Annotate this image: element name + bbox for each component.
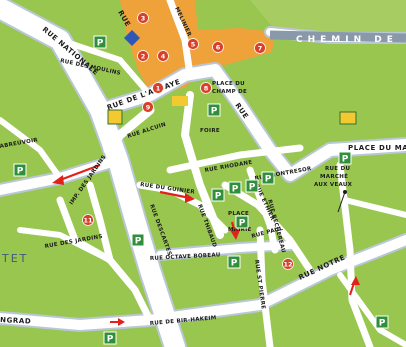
poi-number: 3: [141, 14, 146, 22]
parking-letter: P: [17, 167, 24, 177]
chemin-road: [269, 30, 406, 43]
parking-box: [338, 151, 352, 165]
label-chemin: CHEMIN DE: [296, 35, 398, 45]
poi-marker-2[interactable]: 2: [137, 50, 149, 62]
label-grad: NGRAD: [0, 316, 32, 326]
parking-box: [228, 181, 242, 195]
label-rue-de-bir-hakeim: RUE DE BIR-HAKEIM: [150, 315, 217, 327]
poi-marker-1[interactable]: 1: [152, 82, 164, 94]
poi-circle: [137, 12, 149, 24]
poi-marker-3[interactable]: 3: [137, 12, 149, 24]
parking-box: [207, 103, 221, 117]
label-marche-veaux-1: RUE DU: [325, 166, 350, 172]
parking-box: [245, 179, 259, 193]
parking-marker[interactable]: P: [228, 181, 242, 195]
parking-box: [103, 331, 117, 345]
poi-marker-11[interactable]: 11: [82, 214, 94, 226]
poi-marker-12[interactable]: 12: [282, 258, 294, 270]
pointer-dot: [343, 190, 347, 194]
poi-circle: [282, 258, 294, 270]
poi-number: 1: [156, 84, 161, 92]
parking-marker[interactable]: P: [235, 215, 249, 229]
label-rue-octave-bobeau: RUE OCTAVE BOBEAU: [150, 252, 221, 262]
label-place-du-marche: PLACE DU MA: [348, 144, 406, 152]
poi-number: 6: [216, 43, 221, 51]
parking-letter: P: [265, 175, 272, 185]
poi-number: 5: [191, 40, 196, 48]
poi-number: 12: [283, 260, 292, 268]
parking-letter: P: [379, 319, 386, 329]
label-place-champ-1: PLACE DU: [212, 81, 245, 87]
parking-marker[interactable]: P: [103, 331, 117, 345]
label-marche-veaux-2: MARCHÉ: [320, 172, 348, 180]
poi-marker-5[interactable]: 5: [187, 38, 199, 50]
poi-markers: 3 2 4 5 6 7 1 8 9 11 12: [82, 12, 294, 270]
label-place-mairie-2: MAIRIE: [228, 227, 252, 233]
info-icon: [107, 109, 123, 125]
parking-marker[interactable]: P: [227, 255, 241, 269]
poi-circle: [212, 41, 224, 53]
parking-box: [227, 255, 241, 269]
parking-box: [93, 35, 107, 49]
parking-marker[interactable]: P: [207, 103, 221, 117]
parking-box: [211, 188, 225, 202]
parking-box: [375, 315, 389, 329]
parking-letter: P: [232, 185, 239, 195]
poi-circle: [142, 101, 154, 113]
parking-letter: P: [239, 219, 246, 229]
poi-number: 7: [258, 44, 263, 52]
poi-circle: [254, 42, 266, 54]
parking-box: [13, 163, 27, 177]
poi-circle: [82, 214, 94, 226]
parking-box: [261, 171, 275, 185]
label-district-tet: TET: [1, 252, 28, 265]
parking-marker[interactable]: P: [261, 171, 275, 185]
poi-marker-6[interactable]: 6: [212, 41, 224, 53]
parking-marker[interactable]: P: [131, 233, 145, 247]
poi-circle: [157, 50, 169, 62]
poi-marker-4[interactable]: 4: [157, 50, 169, 62]
poi-circle: [187, 38, 199, 50]
label-place-champ-2: CHAMP DE: [212, 89, 247, 95]
parking-marker[interactable]: P: [375, 315, 389, 329]
poi-marker-9[interactable]: 9: [142, 101, 154, 113]
parking-letter: P: [215, 192, 222, 202]
monument-icon: [339, 111, 357, 125]
parking-marker[interactable]: P: [338, 151, 352, 165]
poi-number: 9: [146, 103, 151, 111]
market-icon: [172, 96, 188, 106]
parking-marker[interactable]: P: [211, 188, 225, 202]
parking-letter: P: [249, 183, 256, 193]
poi-circle: [137, 50, 149, 62]
parking-letter: P: [342, 155, 349, 165]
parking-box: [131, 233, 145, 247]
pointer-line: [337, 191, 346, 213]
parking-letter: P: [211, 107, 218, 117]
parking-marker[interactable]: P: [93, 35, 107, 49]
poi-number: 4: [161, 52, 166, 60]
parking-letter: P: [97, 39, 104, 49]
parking-marker[interactable]: P: [245, 179, 259, 193]
poi-circle: [152, 82, 164, 94]
poi-number: 8: [204, 84, 209, 92]
parking-box: [235, 215, 249, 229]
poi-number: 2: [141, 52, 146, 60]
parking-letter: P: [107, 335, 114, 345]
poi-number: 11: [83, 216, 93, 224]
poi-marker-8[interactable]: 8: [200, 82, 212, 94]
tourist-office-icon: [124, 30, 140, 46]
parking-marker[interactable]: P: [13, 163, 27, 177]
direction-arrows: [52, 163, 360, 326]
parking-letter: P: [135, 237, 142, 247]
label-place-mairie-1: PLACE: [228, 211, 249, 217]
parking-letter: P: [231, 259, 238, 269]
label-foire: FOIRE: [200, 128, 220, 134]
poi-circle: [200, 82, 212, 94]
label-marche-veaux-3: AUX VEAUX: [314, 182, 353, 188]
poi-marker-7[interactable]: 7: [254, 42, 266, 54]
